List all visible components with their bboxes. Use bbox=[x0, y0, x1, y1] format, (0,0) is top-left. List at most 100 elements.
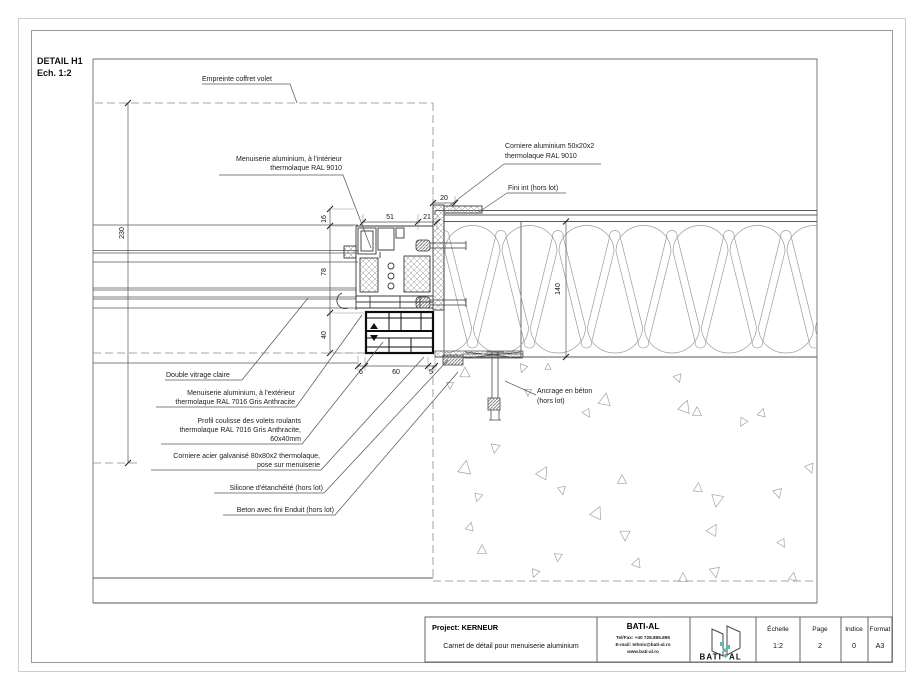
concrete-triangle bbox=[474, 492, 484, 503]
format-value: A3 bbox=[876, 641, 885, 650]
label-profil-coulisse-3: 60x40mm bbox=[270, 436, 301, 443]
bracket-hatch bbox=[343, 245, 357, 259]
logo-square-2 bbox=[726, 645, 730, 649]
fixing-screws bbox=[415, 239, 467, 309]
label-corniere-alu-1: Corniere aluminium 50x20x2 bbox=[505, 143, 594, 150]
dim-51: 51 bbox=[386, 214, 394, 221]
concrete-triangle bbox=[464, 521, 474, 532]
logo-text-right: AL bbox=[729, 653, 742, 662]
concrete-hatch-triangles bbox=[445, 362, 814, 582]
detail-scale: Ech. 1:2 bbox=[37, 68, 72, 78]
concrete-triangle bbox=[459, 366, 471, 378]
drawing-viewport bbox=[92, 58, 818, 603]
indice-value: 0 bbox=[852, 641, 856, 650]
title-block: Project: KERNEUR Carnet de détail pour m… bbox=[424, 616, 893, 663]
dim-230: 230 bbox=[119, 227, 126, 239]
label-fini-int: Fini int (hors lot) bbox=[508, 185, 558, 192]
label-menuiserie-ext-2: thermolaque RAL 7016 Gris Anthracite bbox=[175, 399, 295, 406]
concrete-triangle bbox=[588, 505, 601, 521]
concrete-triangle bbox=[630, 557, 641, 569]
annotation-labels: Empreinte coffret volet Menuiserie alumi… bbox=[166, 76, 594, 514]
dim-21: 21 bbox=[423, 214, 431, 221]
concrete-triangle bbox=[708, 566, 720, 579]
label-profil-coulisse-2: thermolaque RAL 7016 Gris Anthracite, bbox=[179, 427, 301, 434]
concrete-triangle bbox=[772, 488, 782, 499]
dim-5: 5 bbox=[429, 369, 433, 376]
screw-head-upper bbox=[415, 239, 431, 252]
label-ancrage-2: (hors lot) bbox=[537, 398, 565, 405]
logo-text-left: BATI bbox=[700, 653, 722, 662]
sill-assembly bbox=[434, 350, 524, 366]
dimension-lines bbox=[127, 103, 567, 463]
gasket-hatch-right bbox=[403, 255, 431, 293]
label-silicone: Silicone d'étanchéité (hors lot) bbox=[229, 485, 323, 492]
concrete-triangle bbox=[677, 571, 689, 582]
window-section-lines bbox=[93, 224, 358, 364]
concrete-triangle bbox=[691, 405, 703, 416]
concrete-triangle bbox=[544, 362, 552, 370]
dim-20: 20 bbox=[440, 195, 448, 202]
company-website: www.bati-al.ro bbox=[626, 649, 659, 654]
page-value: 2 bbox=[818, 641, 822, 650]
label-beton: Beton avec fini Enduit (hors lot) bbox=[237, 507, 334, 514]
anchor-bolt-head bbox=[487, 397, 501, 411]
label-double-vitrage: Double vitrage claire bbox=[166, 372, 230, 379]
logo-diamond bbox=[723, 653, 728, 659]
company-name: BATI-AL bbox=[627, 621, 660, 631]
leader-lines bbox=[151, 83, 601, 516]
anchor-bolt bbox=[486, 351, 504, 421]
label-ancrage-1: Ancrage en béton bbox=[537, 388, 592, 395]
label-menuiserie-int-1: Menuiserie aluminium, à l'intérieur bbox=[236, 156, 343, 163]
dim-78: 78 bbox=[321, 268, 328, 276]
corniere-alu-vertical-leg bbox=[432, 204, 445, 311]
inner-frame bbox=[31, 30, 893, 663]
gasket-hatch-left bbox=[359, 257, 379, 293]
label-menuiserie-ext-1: Menuiserie aluminium, à l'extérieur bbox=[187, 390, 296, 397]
concrete-triangle bbox=[534, 466, 547, 481]
dimension-ticks bbox=[124, 99, 570, 467]
page-label: Page bbox=[812, 626, 828, 633]
concrete-triangle bbox=[616, 473, 628, 484]
company-email: E-mail: tehnic@bati-al.ro bbox=[615, 642, 670, 647]
roller-shutter-guide bbox=[364, 310, 435, 355]
arrow-mark-down bbox=[370, 335, 378, 341]
indice-label: Indice bbox=[845, 626, 863, 633]
logo-square-3 bbox=[722, 648, 726, 652]
concrete-triangle bbox=[692, 481, 703, 493]
concrete-triangle bbox=[476, 543, 488, 554]
concrete-triangle bbox=[672, 373, 682, 384]
logo-square-1 bbox=[720, 642, 724, 646]
concrete-triangle bbox=[711, 494, 725, 508]
project-title: Project: KERNEUR bbox=[432, 623, 499, 632]
bati-al-logo: BATI AL bbox=[700, 625, 742, 662]
dimension-labels: 51 21 20 6 60 5 230 16 78 40 140 bbox=[119, 195, 562, 376]
dim-140: 140 bbox=[555, 283, 562, 295]
company-telfax: Tel/Fax: +40 728.865.895 bbox=[616, 635, 670, 640]
insulation-batt-hatch bbox=[444, 221, 817, 357]
label-profil-coulisse-1: Profil coulisse des volets roulants bbox=[198, 418, 302, 425]
aluminium-profile bbox=[336, 204, 483, 311]
label-corniere-acier-2: pose sur menuiserie bbox=[257, 462, 320, 469]
logo-panel-left bbox=[711, 628, 724, 657]
label-empreinte-coffret: Empreinte coffret volet bbox=[202, 76, 272, 83]
format-label: Format bbox=[870, 626, 891, 633]
concrete-triangle bbox=[457, 459, 472, 475]
project-description: Carnet de détail pour menuiserie alumini… bbox=[443, 643, 579, 650]
dim-6: 6 bbox=[359, 369, 363, 376]
detail-title: DETAIL H1 bbox=[37, 56, 83, 66]
anchor-plate bbox=[463, 351, 523, 359]
concrete-triangle bbox=[705, 523, 717, 537]
concrete-triangle bbox=[776, 537, 785, 548]
scale-label: Échelle bbox=[767, 624, 789, 633]
concrete-triangle bbox=[519, 363, 529, 374]
sheet-frames bbox=[18, 18, 906, 672]
concrete-triangle bbox=[756, 407, 766, 418]
dashed-hidden-lines bbox=[93, 102, 817, 582]
label-corniere-acier-1: Corniere acier galvanisé 80x80x2 thermol… bbox=[173, 453, 320, 460]
concrete-triangle bbox=[787, 571, 797, 582]
label-menuiserie-int-2: thermolaque RAL 9010 bbox=[270, 165, 342, 172]
scale-value: 1:2 bbox=[773, 641, 783, 650]
label-corniere-alu-2: thermolaque RAL 9010 bbox=[505, 153, 577, 160]
